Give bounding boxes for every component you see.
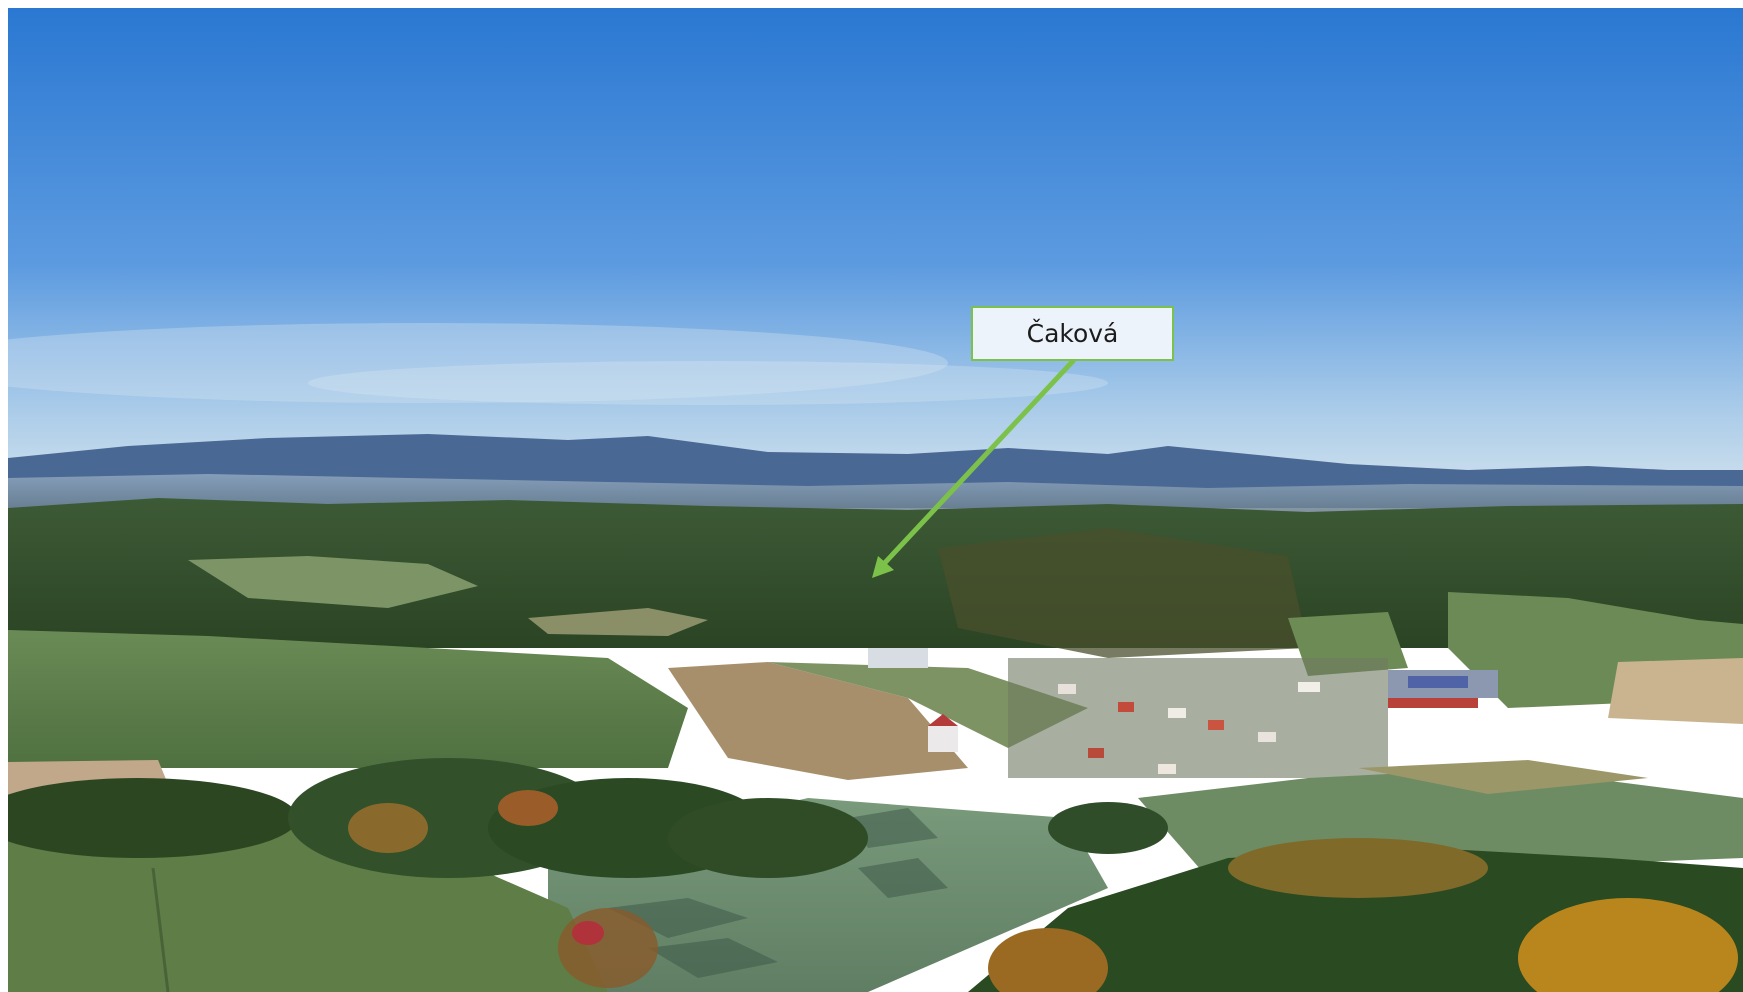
landscape-drawing (8, 8, 1743, 992)
field-boundary (151, 867, 170, 992)
field-patch (188, 556, 478, 608)
harvested-field (668, 662, 968, 780)
cloud-wisp (308, 361, 1108, 405)
village (868, 648, 1498, 778)
plowed-field (1608, 658, 1743, 724)
aerial-photo (8, 8, 1743, 992)
field-patch (1358, 760, 1648, 794)
foreground-forest-left (8, 758, 868, 988)
location-label-text: Čaková (1026, 319, 1119, 348)
sky (8, 8, 1743, 478)
cloud-wisp (8, 323, 948, 403)
tree-shadows (608, 808, 948, 978)
field-patch (528, 608, 708, 636)
location-label: Čaková (971, 306, 1174, 361)
foreground-forest-right (968, 802, 1743, 992)
left-meadow (8, 630, 688, 768)
